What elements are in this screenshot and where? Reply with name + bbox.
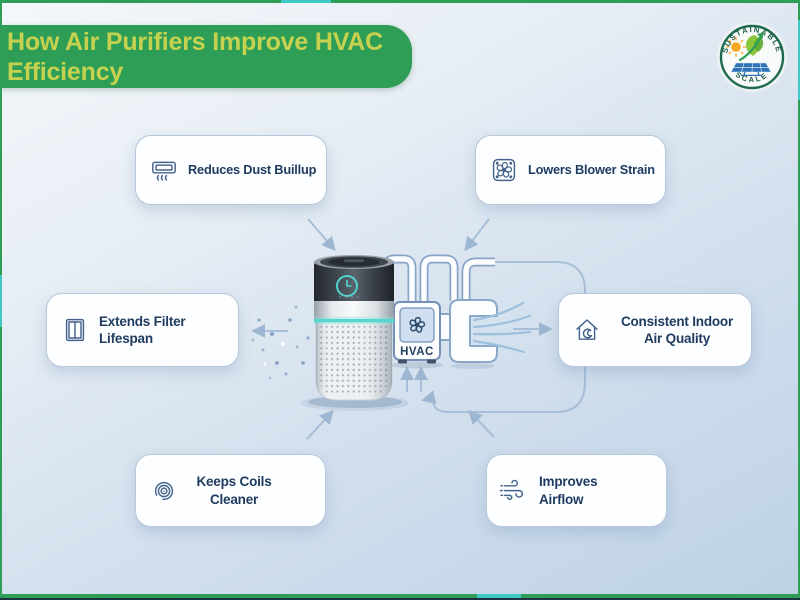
ac-unit-icon <box>152 161 176 181</box>
page-title-line1: How Air Purifiers Improve HVAC <box>7 28 384 56</box>
benefit-card-label: Extends Filter Lifespan <box>99 313 186 346</box>
frame-bottom-teal-accent <box>477 594 521 598</box>
frame-right-teal-accent <box>798 20 800 100</box>
duct-pipes <box>381 254 495 303</box>
coil-icon <box>154 481 174 500</box>
hvac-label: HVAC <box>400 346 434 358</box>
dust-particles <box>251 305 310 380</box>
growth-arrow-icon <box>738 32 764 62</box>
hvac-unit-illustration: HVAC <box>391 301 443 369</box>
page-title-line2: Efficiency <box>7 58 124 86</box>
arrow-from-reduces-dust <box>307 218 336 252</box>
frame-bottom-dark-strip <box>0 598 800 600</box>
benefit-card-lowers-blower-strain: Lowers Blower Strain <box>475 135 666 205</box>
benefit-card-label: Reduces Dust Buillup <box>188 161 317 177</box>
arrow-from-lowers-blower <box>464 218 490 252</box>
frame-right-border <box>798 0 800 600</box>
frame-bottom-border <box>0 594 800 600</box>
purifier-display-ring <box>336 275 358 297</box>
air-vent-illustration <box>449 299 498 369</box>
solar-panel-icon <box>730 62 772 77</box>
title-banner: How Air Purifiers Improve HVAC Efficienc… <box>0 25 412 88</box>
hvac-fan-icon <box>409 316 426 333</box>
air-filter-icon <box>65 318 85 342</box>
frame-left-border <box>0 0 2 600</box>
logo-badge-ring <box>719 24 785 90</box>
frame-top-teal-accent <box>281 0 331 3</box>
air-purifier-illustration <box>301 255 409 411</box>
arrow-from-keeps-coils <box>306 409 334 440</box>
sun-icon <box>725 36 747 58</box>
benefit-card-improves-airflow: Improves Airflow <box>486 454 667 527</box>
benefit-card-label: Lowers Blower Strain <box>528 161 655 177</box>
benefit-card-label: Keeps Coils Cleaner <box>196 474 272 507</box>
hvac-vent-connector <box>436 313 453 341</box>
wind-icon <box>499 479 524 500</box>
frame-left-teal-accent <box>0 275 2 327</box>
house-air-quality-icon <box>576 319 598 340</box>
benefit-card-keeps-coils-cleaner: Keeps Coils Cleaner <box>135 454 326 527</box>
frame-top-border <box>0 0 800 3</box>
benefit-card-extends-filter-lifespan: Extends Filter Lifespan <box>46 293 239 367</box>
benefit-card-consistent-indoor-air-quality: Consistent Indoor Air Quality <box>558 293 752 367</box>
fan-icon <box>492 158 516 182</box>
connector-arrows <box>251 218 553 440</box>
benefit-card-label: Consistent Indoor Air Quality <box>620 313 734 346</box>
benefit-card-label: Improves Airflow <box>539 474 598 507</box>
sustainable-scale-logo: SUSTAINABLE SCALE <box>717 22 787 92</box>
arrow-from-improves-airflow <box>468 409 495 438</box>
airflow-lines <box>472 301 532 354</box>
leaf-icon <box>745 35 764 56</box>
benefit-card-reduces-dust-buildup: Reduces Dust Buillup <box>135 135 327 205</box>
